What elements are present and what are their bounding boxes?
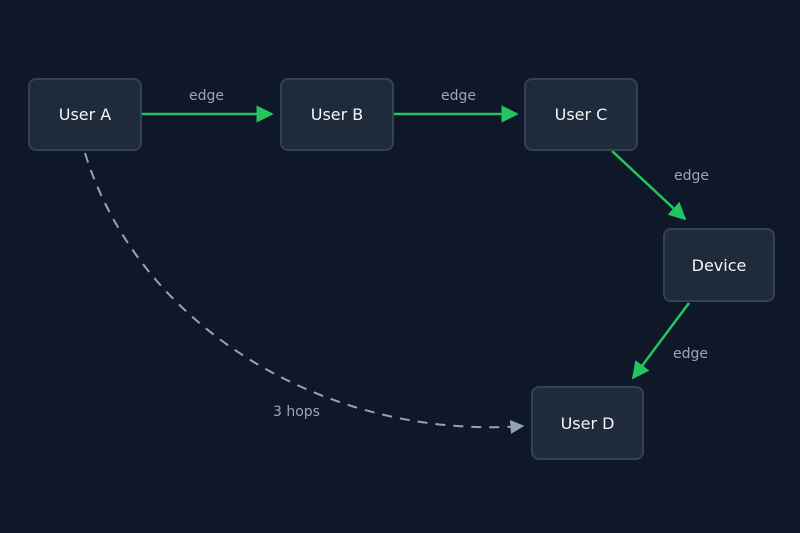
node-label: User B	[310, 105, 364, 124]
edge-label-user-a-user-b: edge	[189, 88, 224, 104]
edge-label-user-b-user-c: edge	[441, 88, 476, 104]
node-label: Device	[691, 255, 747, 275]
node-label: User C	[554, 105, 608, 124]
edge-device-user-d	[631, 302, 691, 380]
node-user-b[interactable]: User B	[280, 78, 394, 151]
edge-label-three-hops: 3 hops	[273, 404, 320, 420]
node-label: User D	[560, 413, 615, 433]
edge-label-user-c-device: edge	[674, 168, 709, 184]
edge-user-c-device	[611, 150, 687, 221]
node-user-d[interactable]: User D	[531, 386, 644, 460]
edge-user-a-user-d-dashed	[84, 152, 525, 434]
node-user-c[interactable]: User C	[524, 78, 638, 151]
node-device[interactable]: Device	[663, 228, 775, 302]
node-user-a[interactable]: User A	[28, 78, 142, 151]
edge-label-device-user-d: edge	[673, 346, 708, 362]
node-label: User A	[58, 105, 112, 124]
